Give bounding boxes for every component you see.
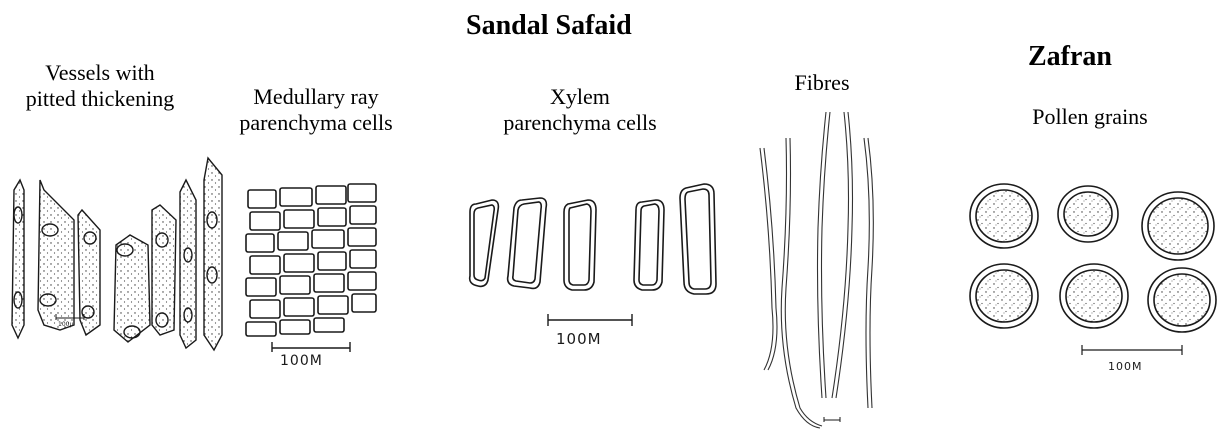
xylem-cell-2 <box>508 198 547 288</box>
pollen-grain-3 <box>1142 192 1214 260</box>
sandal-safaid-title: Sandal Safaid <box>466 10 632 42</box>
fibres-drawing <box>746 108 896 428</box>
xylem-scale-text: 100M <box>556 330 602 348</box>
pollen-grain-4 <box>970 264 1038 328</box>
xylem-label: Xylem parenchyma cells <box>490 84 670 136</box>
vessels-label: Vessels with pitted thickening <box>10 60 190 112</box>
vessels-scale-text: 100µ <box>58 321 73 328</box>
medullary-drawing: 100M <box>240 178 380 378</box>
fibres-label: Fibres <box>762 70 882 96</box>
xylem-cell-3 <box>564 200 596 290</box>
pollen-label: Pollen grains <box>1010 104 1170 130</box>
pollen-drawing: 100M <box>960 170 1218 390</box>
medullary-label-line2: parenchyma cells <box>226 110 406 136</box>
pollen-grain-1 <box>970 184 1038 248</box>
xylem-cell-4 <box>634 200 664 290</box>
pollen-grain-6 <box>1148 268 1216 332</box>
medullary-label: Medullary ray parenchyma cells <box>226 84 406 136</box>
medullary-scale-text: 100M <box>280 353 323 369</box>
pollen-grain-5 <box>1060 264 1128 328</box>
xylem-drawing: 100M <box>460 180 720 340</box>
medullary-label-line1: Medullary ray <box>226 84 406 110</box>
xylem-label-line1: Xylem <box>490 84 670 110</box>
vessels-drawing: 100µ <box>0 150 230 350</box>
pollen-grain-2 <box>1058 186 1118 242</box>
zafran-title: Zafran <box>1028 41 1112 73</box>
xylem-cell-1 <box>470 200 499 286</box>
pollen-scale-text: 100M <box>1108 360 1143 373</box>
xylem-cell-5 <box>680 184 716 294</box>
xylem-label-line2: parenchyma cells <box>490 110 670 136</box>
vessels-label-line1: Vessels with <box>10 60 190 86</box>
vessels-label-line2: pitted thickening <box>10 86 190 112</box>
